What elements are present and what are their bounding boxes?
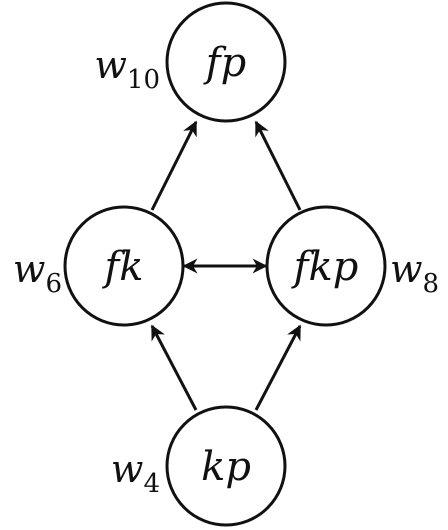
weight-sub-fk: 6 xyxy=(45,269,62,299)
weight-base-fk: w xyxy=(13,247,46,291)
node-kp-circle xyxy=(165,405,287,527)
edge-kp-to-fkp xyxy=(254,324,302,411)
node-fp-circle xyxy=(165,1,287,123)
weight-sub-fkp: 8 xyxy=(423,269,440,299)
weight-base-fp: w xyxy=(94,43,127,87)
node-kp-label: kp xyxy=(201,444,251,490)
edge-fkp-to-fp xyxy=(254,120,302,211)
weight-sub-fp: 10 xyxy=(127,65,160,95)
weight-sub-kp: 4 xyxy=(143,469,160,499)
node-fp: fp xyxy=(165,1,287,123)
weight-label-kp: w4 xyxy=(111,447,160,499)
edge-kp-to-fk xyxy=(150,324,198,411)
weight-label-fp: w10 xyxy=(94,43,160,95)
edge-fk-to-fp xyxy=(150,120,198,211)
node-kp: kp xyxy=(165,405,287,527)
node-fp-label: fp xyxy=(203,40,246,86)
node-fk-circle xyxy=(63,205,185,327)
node-fk-label: fk xyxy=(101,244,143,290)
node-fkp: fkp xyxy=(265,205,387,327)
weight-label-fkp: w8 xyxy=(390,247,439,299)
weight-base-kp: w xyxy=(111,447,144,491)
weight-label-fk: w6 xyxy=(13,247,62,299)
node-fkp-circle xyxy=(265,205,387,327)
node-fk: fk xyxy=(63,205,185,327)
weight-base-fkp: w xyxy=(390,247,423,291)
node-fkp-label: fkp xyxy=(291,244,359,290)
